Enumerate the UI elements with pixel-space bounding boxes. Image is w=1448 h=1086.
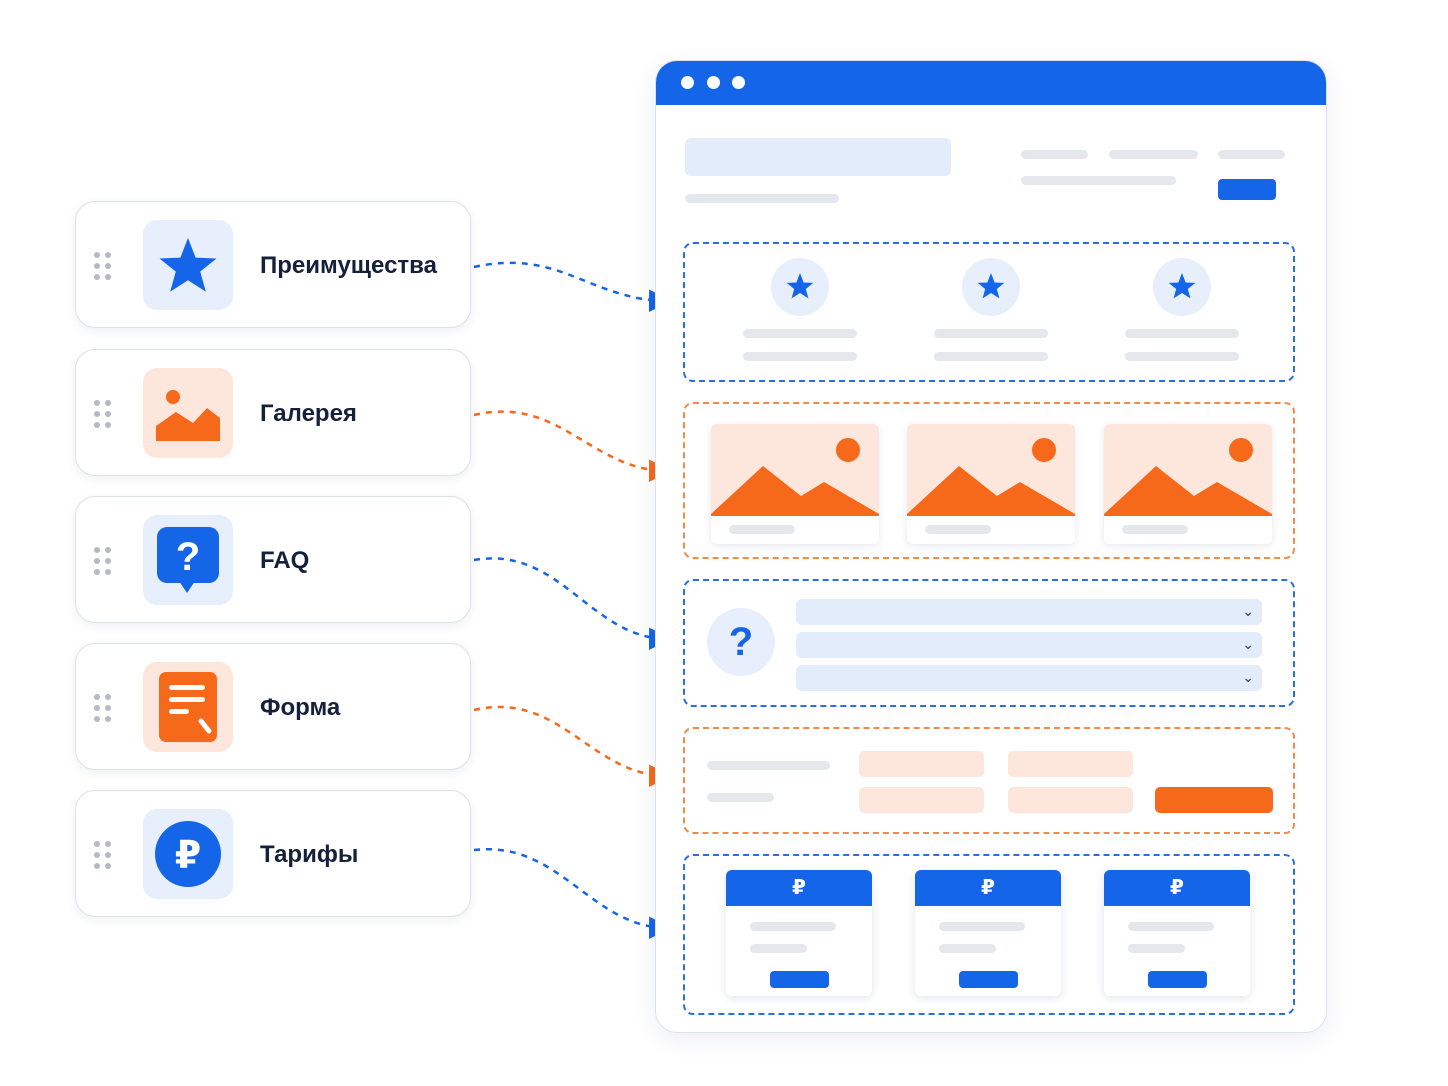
ruble-icon: ₽ xyxy=(143,809,233,899)
pricing-select-button[interactable] xyxy=(959,971,1018,988)
question-bubble-icon: ? xyxy=(143,515,233,605)
pricing-select-button[interactable] xyxy=(1148,971,1207,988)
block-label: Форма xyxy=(260,694,341,721)
page-preview-window: ? ⌄ ⌄ ⌄ ₽ ₽ ₽ xyxy=(655,60,1327,1033)
form-input[interactable] xyxy=(859,751,984,777)
gallery-photo[interactable] xyxy=(711,424,879,544)
form-input[interactable] xyxy=(1008,751,1133,777)
window-dot-icon xyxy=(681,76,694,89)
pricing-card: ₽ xyxy=(726,870,872,996)
section-faq: ? ⌄ ⌄ ⌄ xyxy=(683,579,1295,707)
pricing-select-button[interactable] xyxy=(770,971,829,988)
section-form xyxy=(683,727,1295,834)
star-icon xyxy=(1153,258,1211,316)
pricing-card: ₽ xyxy=(1104,870,1250,996)
faq-accordion-item[interactable]: ⌄ xyxy=(796,632,1262,658)
gallery-photo[interactable] xyxy=(907,424,1075,544)
block-card-form[interactable]: Форма xyxy=(75,643,471,770)
section-pricing: ₽ ₽ ₽ xyxy=(683,854,1295,1015)
nav-placeholder xyxy=(1021,150,1088,159)
block-label: Галерея xyxy=(260,400,357,427)
block-card-benefits[interactable]: Преимущества xyxy=(75,201,471,328)
header-cta-button[interactable] xyxy=(1218,179,1276,200)
window-titlebar xyxy=(656,61,1326,105)
drag-handle-icon[interactable] xyxy=(94,252,114,280)
connector-pricing xyxy=(473,847,672,939)
block-card-gallery[interactable]: Галерея xyxy=(75,349,471,476)
form-input[interactable] xyxy=(859,787,984,813)
chevron-down-icon: ⌄ xyxy=(1242,603,1254,619)
star-icon xyxy=(962,258,1020,316)
ruble-icon: ₽ xyxy=(1104,870,1250,906)
section-benefits xyxy=(683,242,1295,382)
star-icon xyxy=(143,220,233,310)
image-icon xyxy=(1104,424,1272,516)
star-icon xyxy=(771,258,829,316)
nav-placeholder xyxy=(1109,150,1198,159)
image-icon xyxy=(711,424,879,516)
connector-faq xyxy=(473,557,672,650)
block-label: Преимущества xyxy=(260,252,437,279)
drag-handle-icon[interactable] xyxy=(94,841,114,869)
ruble-icon: ₽ xyxy=(726,870,872,906)
svg-text:?: ? xyxy=(176,535,200,579)
faq-accordion-item[interactable]: ⌄ xyxy=(796,665,1262,691)
hero-title-placeholder xyxy=(685,138,951,176)
block-card-pricing[interactable]: ₽ Тарифы xyxy=(75,790,471,917)
form-label-placeholder xyxy=(707,793,774,802)
connector-benefits xyxy=(473,261,672,313)
form-submit-button[interactable] xyxy=(1155,787,1273,813)
block-label: Тарифы xyxy=(260,841,359,868)
form-label-placeholder xyxy=(707,761,830,770)
nav-placeholder xyxy=(1218,150,1285,159)
form-input[interactable] xyxy=(1008,787,1133,813)
chevron-down-icon: ⌄ xyxy=(1242,636,1254,652)
ruble-icon: ₽ xyxy=(915,870,1061,906)
image-icon xyxy=(907,424,1075,516)
connector-form xyxy=(473,705,672,787)
faq-accordion-item[interactable]: ⌄ xyxy=(796,599,1262,625)
gallery-photo[interactable] xyxy=(1104,424,1272,544)
drag-handle-icon[interactable] xyxy=(94,694,114,722)
drag-handle-icon[interactable] xyxy=(94,400,114,428)
pricing-card: ₽ xyxy=(915,870,1061,996)
block-label: FAQ xyxy=(260,547,310,574)
nav-placeholder xyxy=(1021,176,1176,185)
svg-text:₽: ₽ xyxy=(175,833,201,877)
block-card-faq[interactable]: ? FAQ xyxy=(75,496,471,623)
text-placeholder xyxy=(685,194,839,203)
form-document-icon xyxy=(143,662,233,752)
image-icon xyxy=(143,368,233,458)
window-dot-icon xyxy=(707,76,720,89)
question-icon: ? xyxy=(707,608,775,676)
connector-gallery xyxy=(473,410,672,482)
drag-handle-icon[interactable] xyxy=(94,547,114,575)
chevron-down-icon: ⌄ xyxy=(1242,669,1254,685)
section-gallery xyxy=(683,402,1295,559)
window-dot-icon xyxy=(732,76,745,89)
